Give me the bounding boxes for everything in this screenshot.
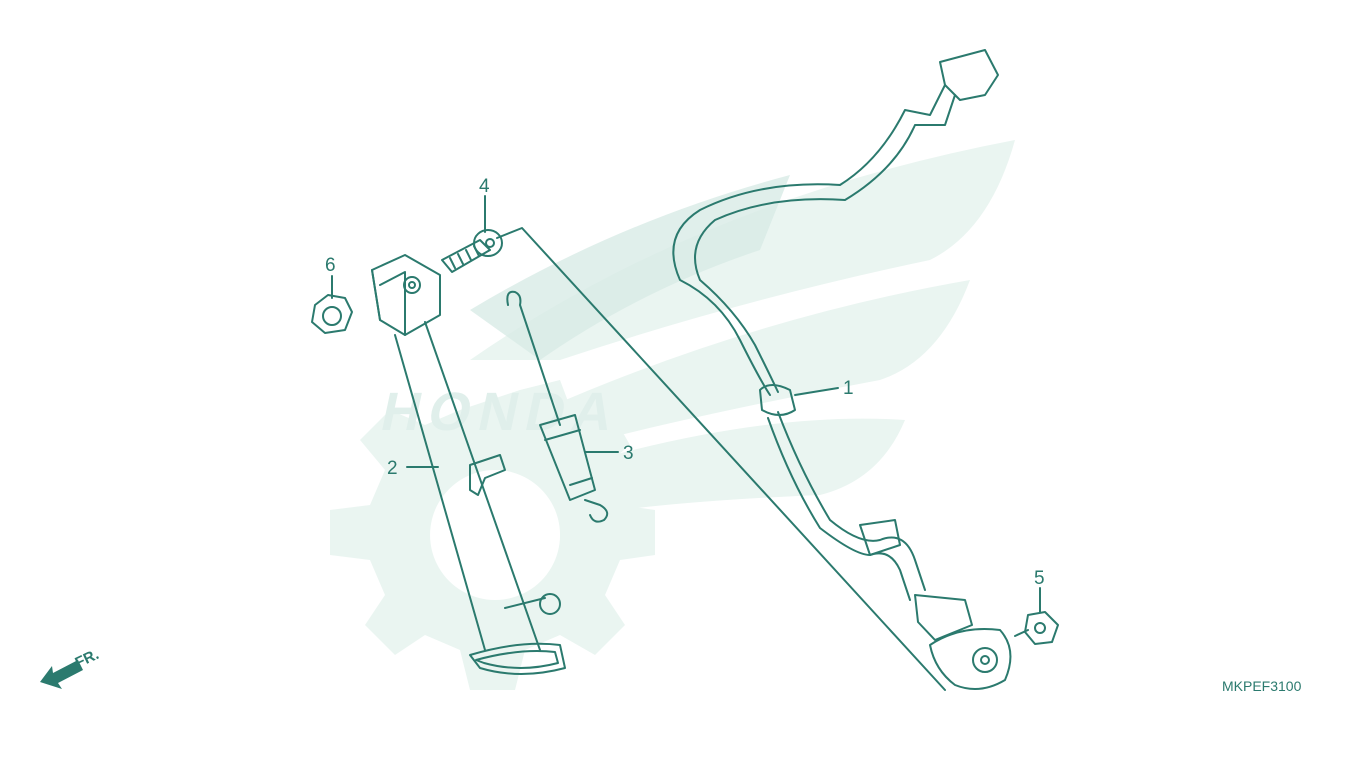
arrow-icon [40,660,83,689]
side-stand [371,254,566,675]
front-direction-indicator: FR. [40,646,102,689]
assembly-line [496,227,946,691]
side-stand-switch [672,49,1012,690]
callout-5: 5 [1034,568,1045,589]
callout-3: 3 [623,443,634,464]
diagram-code: MKPEF3100 [1222,678,1302,694]
watermark-wing-2 [520,280,970,440]
watermark-wing-3 [560,418,905,510]
direction-label: FR. [73,646,102,672]
side-stand-spring [506,290,609,523]
pivot-bolt [441,229,503,273]
watermark-text: HONDA [376,382,627,442]
callout-6: 6 [325,255,336,276]
watermark-dots [470,175,790,360]
nut [311,294,353,334]
callout-2: 2 [387,458,398,479]
switch-bolt [1014,611,1059,645]
callout-4: 4 [479,176,490,197]
watermark-logo: HONDA [330,140,1015,690]
leader-1 [794,387,839,396]
callout-1: 1 [843,378,854,399]
watermark-gear [330,380,655,690]
